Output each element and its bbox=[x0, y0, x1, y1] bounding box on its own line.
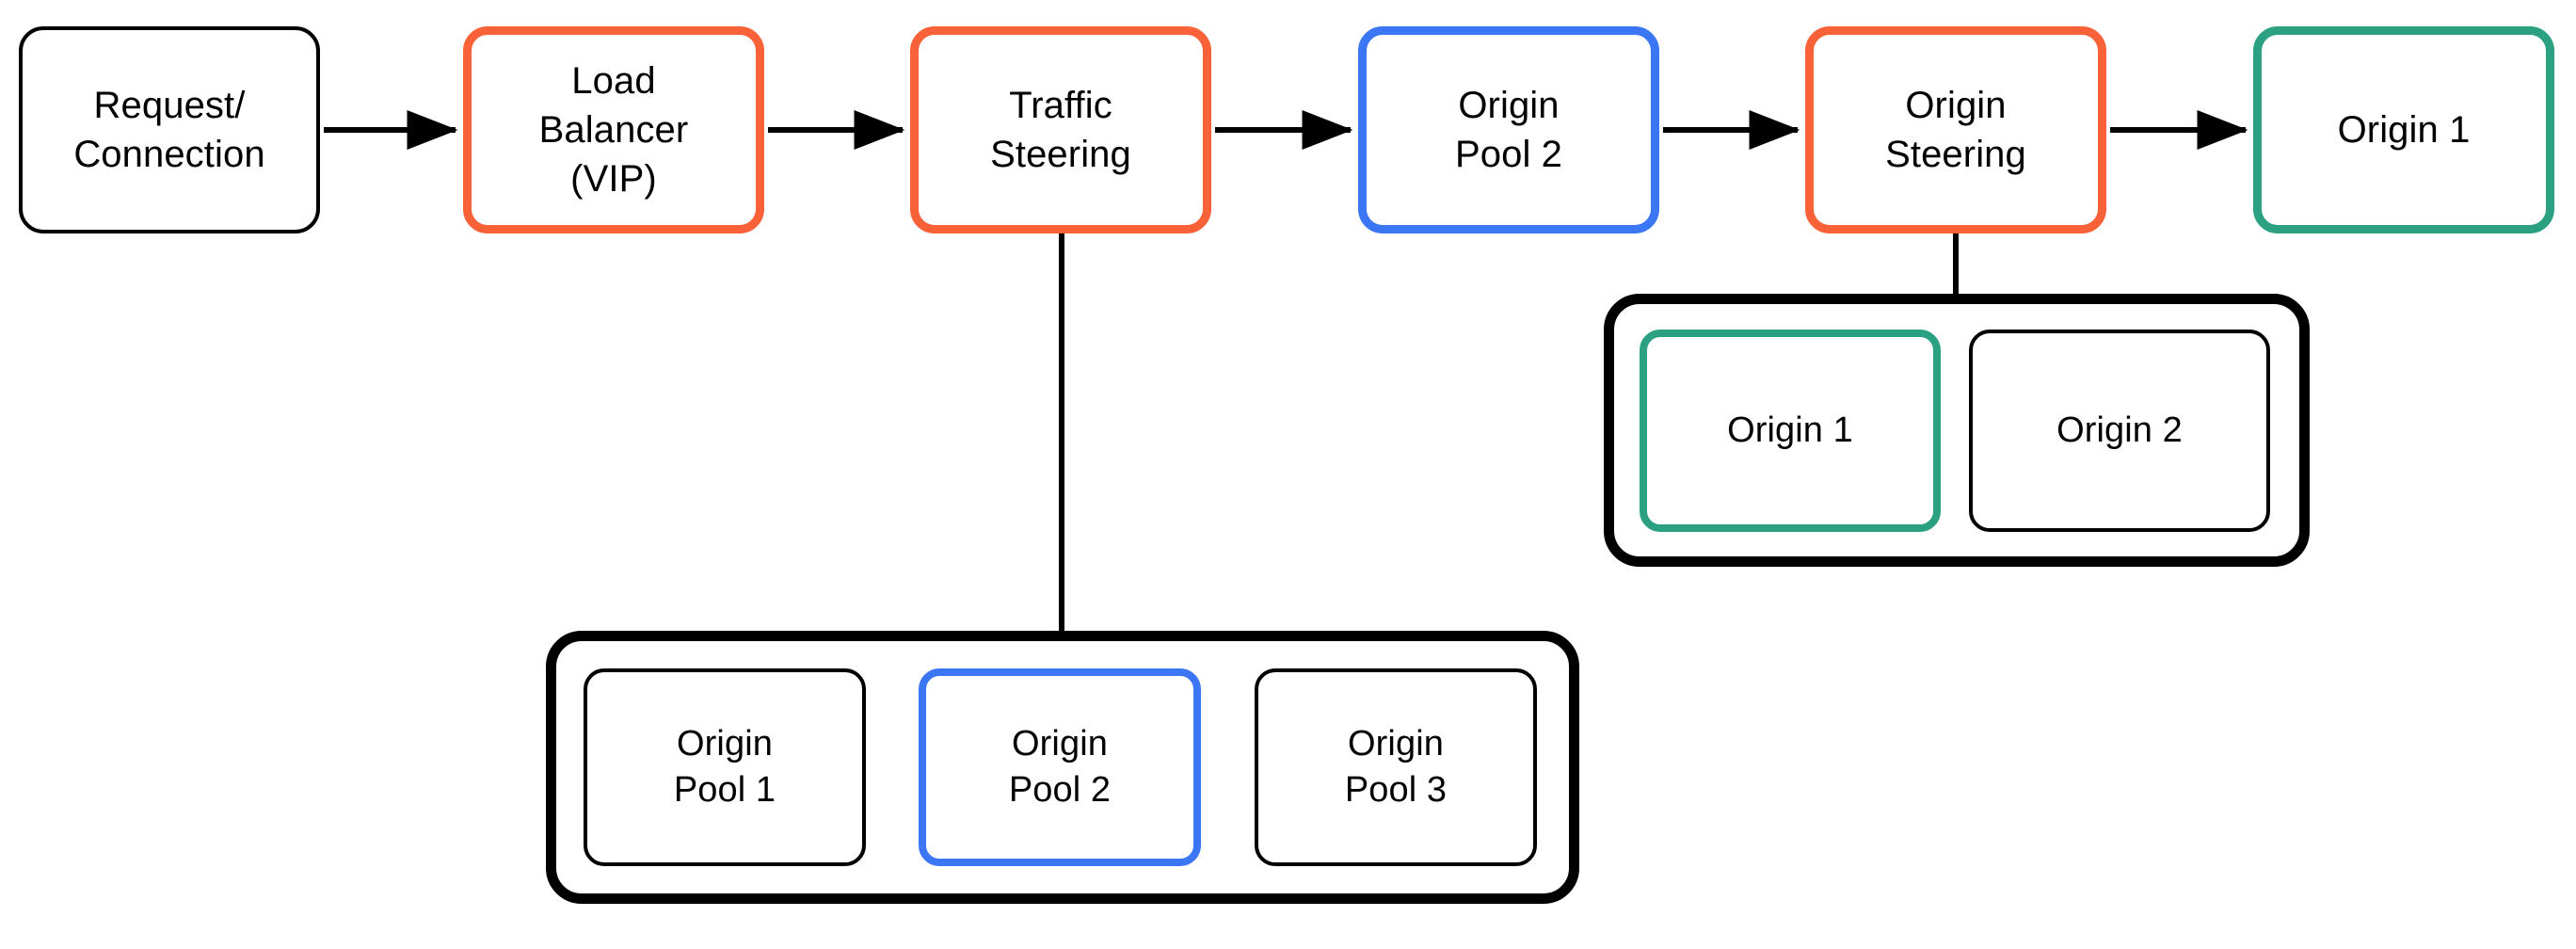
origin-2-child-label: Origin 2 bbox=[2056, 410, 2183, 450]
traffic-steering-node[interactable]: Traffic Steering bbox=[910, 26, 1211, 233]
origin-steering-node[interactable]: Origin Steering bbox=[1805, 26, 2106, 233]
origin-1-final-node[interactable]: Origin 1 bbox=[2253, 26, 2554, 233]
origin-pool-2-child[interactable]: Origin Pool 2 bbox=[919, 668, 1201, 866]
origin-2-child[interactable]: Origin 2 bbox=[1969, 330, 2270, 532]
origin-steering-label: Origin Steering bbox=[1885, 85, 2026, 175]
origin-1-child[interactable]: Origin 1 bbox=[1640, 330, 1941, 532]
load-balancer-label: Load Balancer (VIP) bbox=[538, 60, 689, 200]
request-node[interactable]: Request/ Connection bbox=[19, 26, 320, 233]
origin-1-final-label: Origin 1 bbox=[2337, 109, 2471, 151]
load-balancer-node[interactable]: Load Balancer (VIP) bbox=[463, 26, 764, 233]
origin-1-child-label: Origin 1 bbox=[1727, 410, 1853, 450]
origin-pool-1[interactable]: Origin Pool 1 bbox=[584, 668, 866, 866]
origin-pool-2-child-label: Origin Pool 2 bbox=[1008, 723, 1112, 810]
origin-pool-3-label: Origin Pool 3 bbox=[1344, 723, 1448, 810]
request-label: Request/ Connection bbox=[73, 85, 265, 175]
origin-pool-2-label: Origin Pool 2 bbox=[1454, 85, 1563, 175]
origin-pool-3[interactable]: Origin Pool 3 bbox=[1255, 668, 1537, 866]
traffic-steering-label: Traffic Steering bbox=[990, 85, 1131, 175]
origin-pool-2-node[interactable]: Origin Pool 2 bbox=[1358, 26, 1659, 233]
origin-pool-1-label: Origin Pool 1 bbox=[673, 723, 776, 810]
